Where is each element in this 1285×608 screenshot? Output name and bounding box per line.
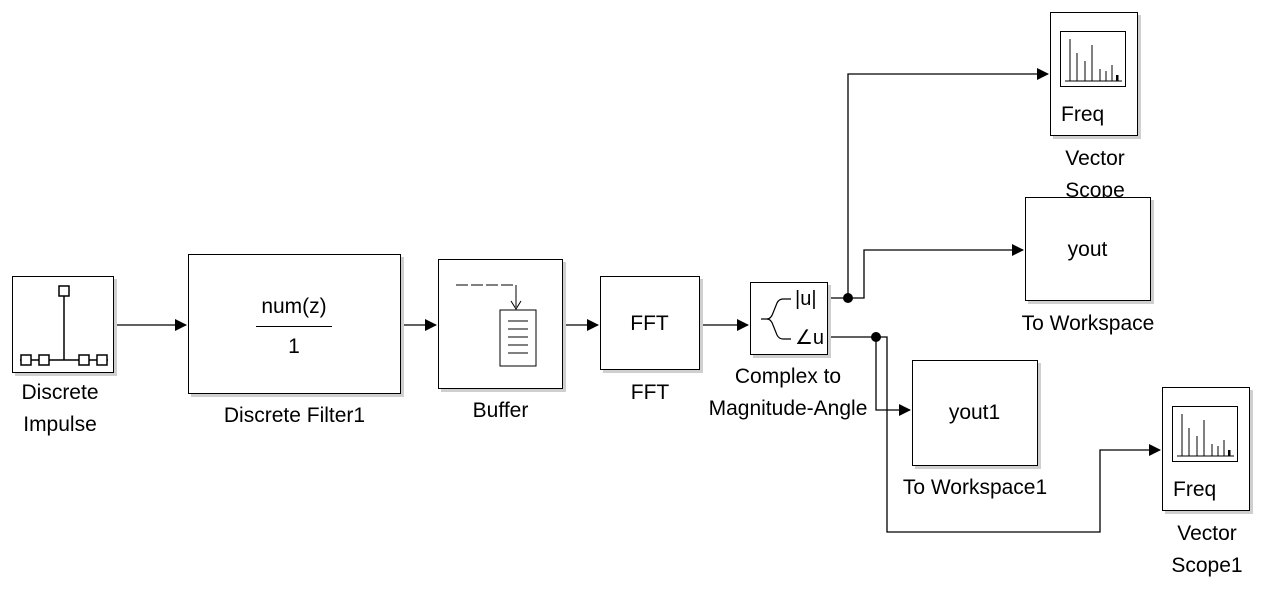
to-workspace1-variable: yout1 bbox=[948, 401, 1001, 424]
vector-scope-name: Vector Scope bbox=[1065, 147, 1125, 202]
line-angle-toworkspace1[interactable] bbox=[828, 336, 911, 416]
discrete-impulse-block[interactable] bbox=[12, 276, 114, 373]
filter-fraction-bar bbox=[256, 326, 332, 327]
branch-point-mag bbox=[843, 293, 853, 303]
fft-name: FFT bbox=[630, 381, 670, 404]
filter-denominator: 1 bbox=[288, 335, 300, 358]
demux-icon bbox=[761, 298, 791, 340]
buffer-icon bbox=[456, 284, 537, 367]
vector-scope-inner-text: Freq bbox=[1061, 103, 1105, 126]
vector-scope1-name: Vector Scope1 bbox=[1171, 522, 1243, 577]
vector-scope1-block[interactable]: Freq bbox=[1162, 387, 1250, 511]
port-angle: ∠u bbox=[795, 327, 825, 349]
to-workspace-variable: yout bbox=[1067, 238, 1108, 261]
line-mag-vscope[interactable] bbox=[828, 68, 1049, 299]
filter-numerator: num(z) bbox=[261, 295, 327, 318]
fft-inner-text: FFT bbox=[630, 312, 669, 335]
scope1-display-icon bbox=[1172, 406, 1238, 462]
complex-to-magnitude-angle-block[interactable]: |u| ∠u bbox=[750, 282, 828, 355]
impulse-icon bbox=[20, 285, 108, 366]
line-mag-toworkspace[interactable] bbox=[848, 244, 1024, 299]
impulse-name: Discrete Impulse bbox=[21, 381, 99, 436]
to-workspace1-block[interactable]: yout1 bbox=[912, 360, 1038, 466]
port-magnitude: |u| bbox=[795, 288, 817, 310]
vector-scope-block[interactable]: Freq bbox=[1050, 12, 1138, 136]
complex-name: Complex to Magnitude-Angle bbox=[708, 365, 868, 420]
buffer-name: Buffer bbox=[472, 399, 529, 422]
branch-point-angle bbox=[871, 332, 881, 342]
to-workspace1-name: To Workspace1 bbox=[902, 476, 1048, 499]
filter-name: Discrete Filter1 bbox=[223, 404, 366, 427]
scope-display-icon bbox=[1060, 31, 1126, 87]
to-workspace-block[interactable]: yout bbox=[1025, 197, 1151, 301]
to-workspace-name: To Workspace bbox=[1021, 312, 1155, 335]
discrete-filter-block[interactable]: num(z) 1 bbox=[188, 254, 401, 394]
vector-scope1-inner-text: Freq bbox=[1173, 478, 1217, 501]
fft-block[interactable]: FFT bbox=[600, 276, 700, 370]
buffer-block[interactable] bbox=[438, 259, 563, 389]
line-angle-vscope1[interactable] bbox=[876, 336, 1161, 533]
